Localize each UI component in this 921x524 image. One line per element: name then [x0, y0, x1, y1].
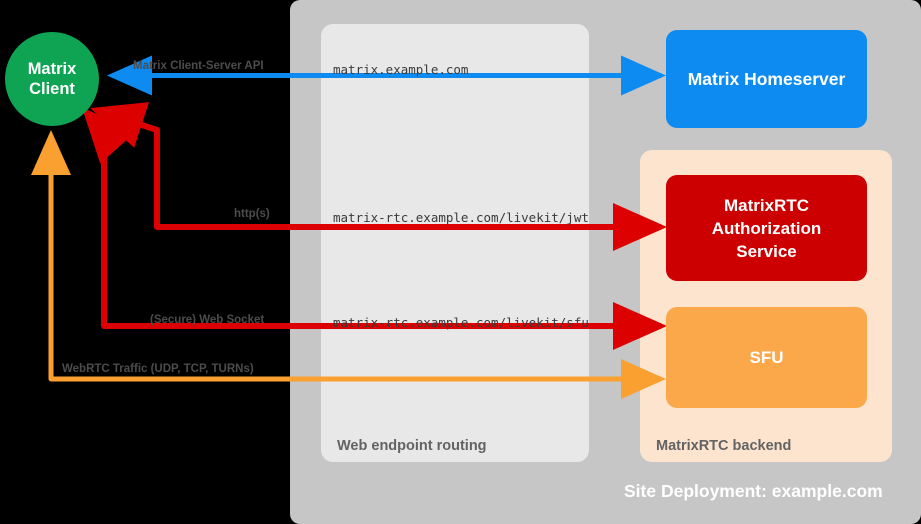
node-matrix-homeserver-label: Matrix Homeserver [687, 68, 846, 89]
endpoint-label-livekit-jwt: matrix-rtc.example.com/livekit/jwt [333, 210, 589, 225]
edge-label-client-server-api: Matrix Client-Server API [133, 60, 264, 72]
node-matrix-client[interactable]: Matrix Client [5, 32, 99, 126]
node-auth-line1: MatrixRTC [723, 195, 809, 215]
node-sfu[interactable]: SFU [666, 307, 867, 408]
edge-webrtc-media [30, 130, 666, 399]
node-auth-line3: Service [736, 241, 797, 261]
panel-label-matrixrtc-backend: MatrixRTC backend [656, 438, 792, 454]
panel-label-site-deployment: Site Deployment: example.com [624, 481, 883, 501]
node-auth-line2: Authorization [711, 218, 822, 238]
edge-label-webrtc-traffic: WebRTC Traffic (UDP, TCP, TURNs) [62, 363, 254, 375]
node-sfu-label: SFU [749, 348, 784, 367]
edge-label-https: http(s) [234, 208, 270, 220]
endpoint-label-matrix-example-com: matrix.example.com [333, 62, 469, 77]
panel-label-web-endpoint-routing: Web endpoint routing [337, 438, 487, 454]
node-matrix-client-line2: Client [29, 80, 75, 98]
edge-label-web-socket: (Secure) Web Socket [150, 314, 265, 326]
endpoint-label-livekit-sfu: matrix-rtc.example.com/livekit/sfu [333, 315, 589, 330]
node-matrix-client-line1: Matrix [27, 60, 77, 78]
node-matrixrtc-authorization-service[interactable]: MatrixRTC Authorization Service [666, 175, 867, 281]
edge-sfu-websocket [81, 107, 667, 350]
panel-web-endpoint-routing [321, 24, 589, 462]
node-matrix-homeserver[interactable]: Matrix Homeserver [666, 30, 867, 128]
